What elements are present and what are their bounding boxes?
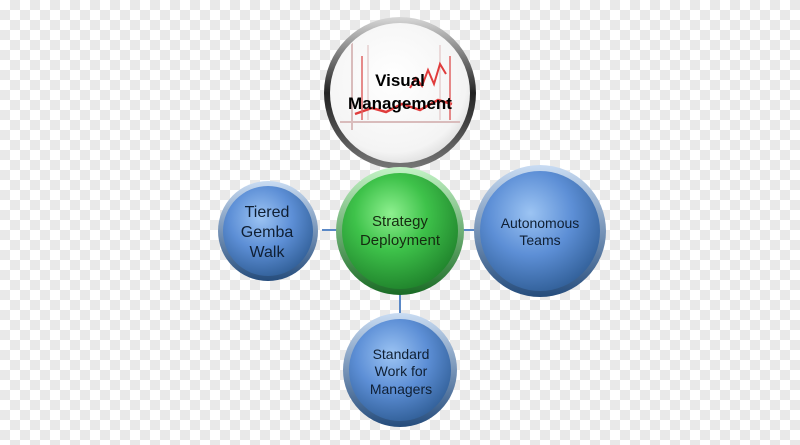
standard-work-line3: Managers xyxy=(369,380,433,397)
visual-management-line1: Visual xyxy=(375,71,425,91)
visual-management-node xyxy=(324,17,476,169)
standard-work-label: Standard Work for Managers xyxy=(345,322,457,422)
autonomous-teams-label: Autonomous Teams xyxy=(475,192,605,272)
visual-management-label: Visual Management xyxy=(330,58,470,128)
tiered-gemba-walk-line1: Tiered xyxy=(244,204,290,221)
standard-work-line2: Work for xyxy=(374,363,428,380)
autonomous-teams-line1: Autonomous xyxy=(500,214,580,231)
tiered-gemba-walk-label: Tiered Gemba Walk xyxy=(222,188,312,278)
standard-work-node xyxy=(343,313,457,427)
tiered-gemba-walk-node xyxy=(218,181,318,281)
strategy-deployment-label: Strategy Deployment xyxy=(335,192,465,272)
visual-management-line2: Management xyxy=(348,94,452,113)
strategy-deployment-line1: Strategy xyxy=(372,213,428,231)
strategy-deployment-node xyxy=(336,167,464,295)
autonomous-teams-node xyxy=(474,165,606,297)
autonomous-teams-line2: Teams xyxy=(519,232,561,248)
tiered-gemba-walk-line3: Walk xyxy=(249,244,285,261)
sketch-chart-icon xyxy=(340,40,460,130)
standard-work-line1: Standard xyxy=(372,345,430,362)
tiered-gemba-walk-line2: Gemba xyxy=(240,224,294,241)
strategy-deployment-line2: Deployment xyxy=(359,232,441,249)
